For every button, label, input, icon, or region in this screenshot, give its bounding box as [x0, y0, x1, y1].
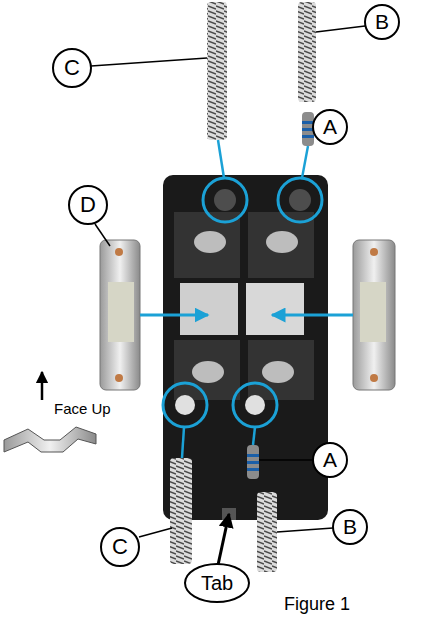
insert-arrow	[140, 314, 353, 317]
contact-bracket	[4, 240, 395, 452]
callout-circle: B	[332, 509, 368, 545]
callout-circle: B	[364, 4, 400, 40]
callout-letter: D	[80, 192, 96, 218]
text-label: Figure 1	[284, 594, 350, 615]
face-up-arrow	[41, 372, 44, 400]
callout-circle: A	[312, 442, 348, 478]
tab-pointer	[218, 514, 229, 565]
callout-letter: C	[64, 55, 80, 81]
callout-letter: Tab	[201, 572, 233, 595]
callout-letter: A	[323, 448, 337, 472]
callout-letter: A	[323, 115, 337, 139]
blue-leader-line	[182, 140, 308, 458]
leader-line	[91, 26, 365, 537]
callout-circle: C	[52, 48, 92, 88]
text-label: Face Up	[54, 400, 111, 417]
callout-circle: A	[312, 109, 348, 145]
highlight-circle	[163, 178, 322, 427]
callout-letter: C	[112, 534, 128, 560]
spring	[170, 2, 316, 572]
callout-letter: B	[375, 10, 389, 34]
callout-circle: C	[100, 527, 140, 567]
callout-circle: Tab	[184, 563, 250, 603]
resistor	[247, 112, 314, 479]
callout-circle: D	[68, 185, 108, 225]
callout-letter: B	[343, 515, 357, 539]
